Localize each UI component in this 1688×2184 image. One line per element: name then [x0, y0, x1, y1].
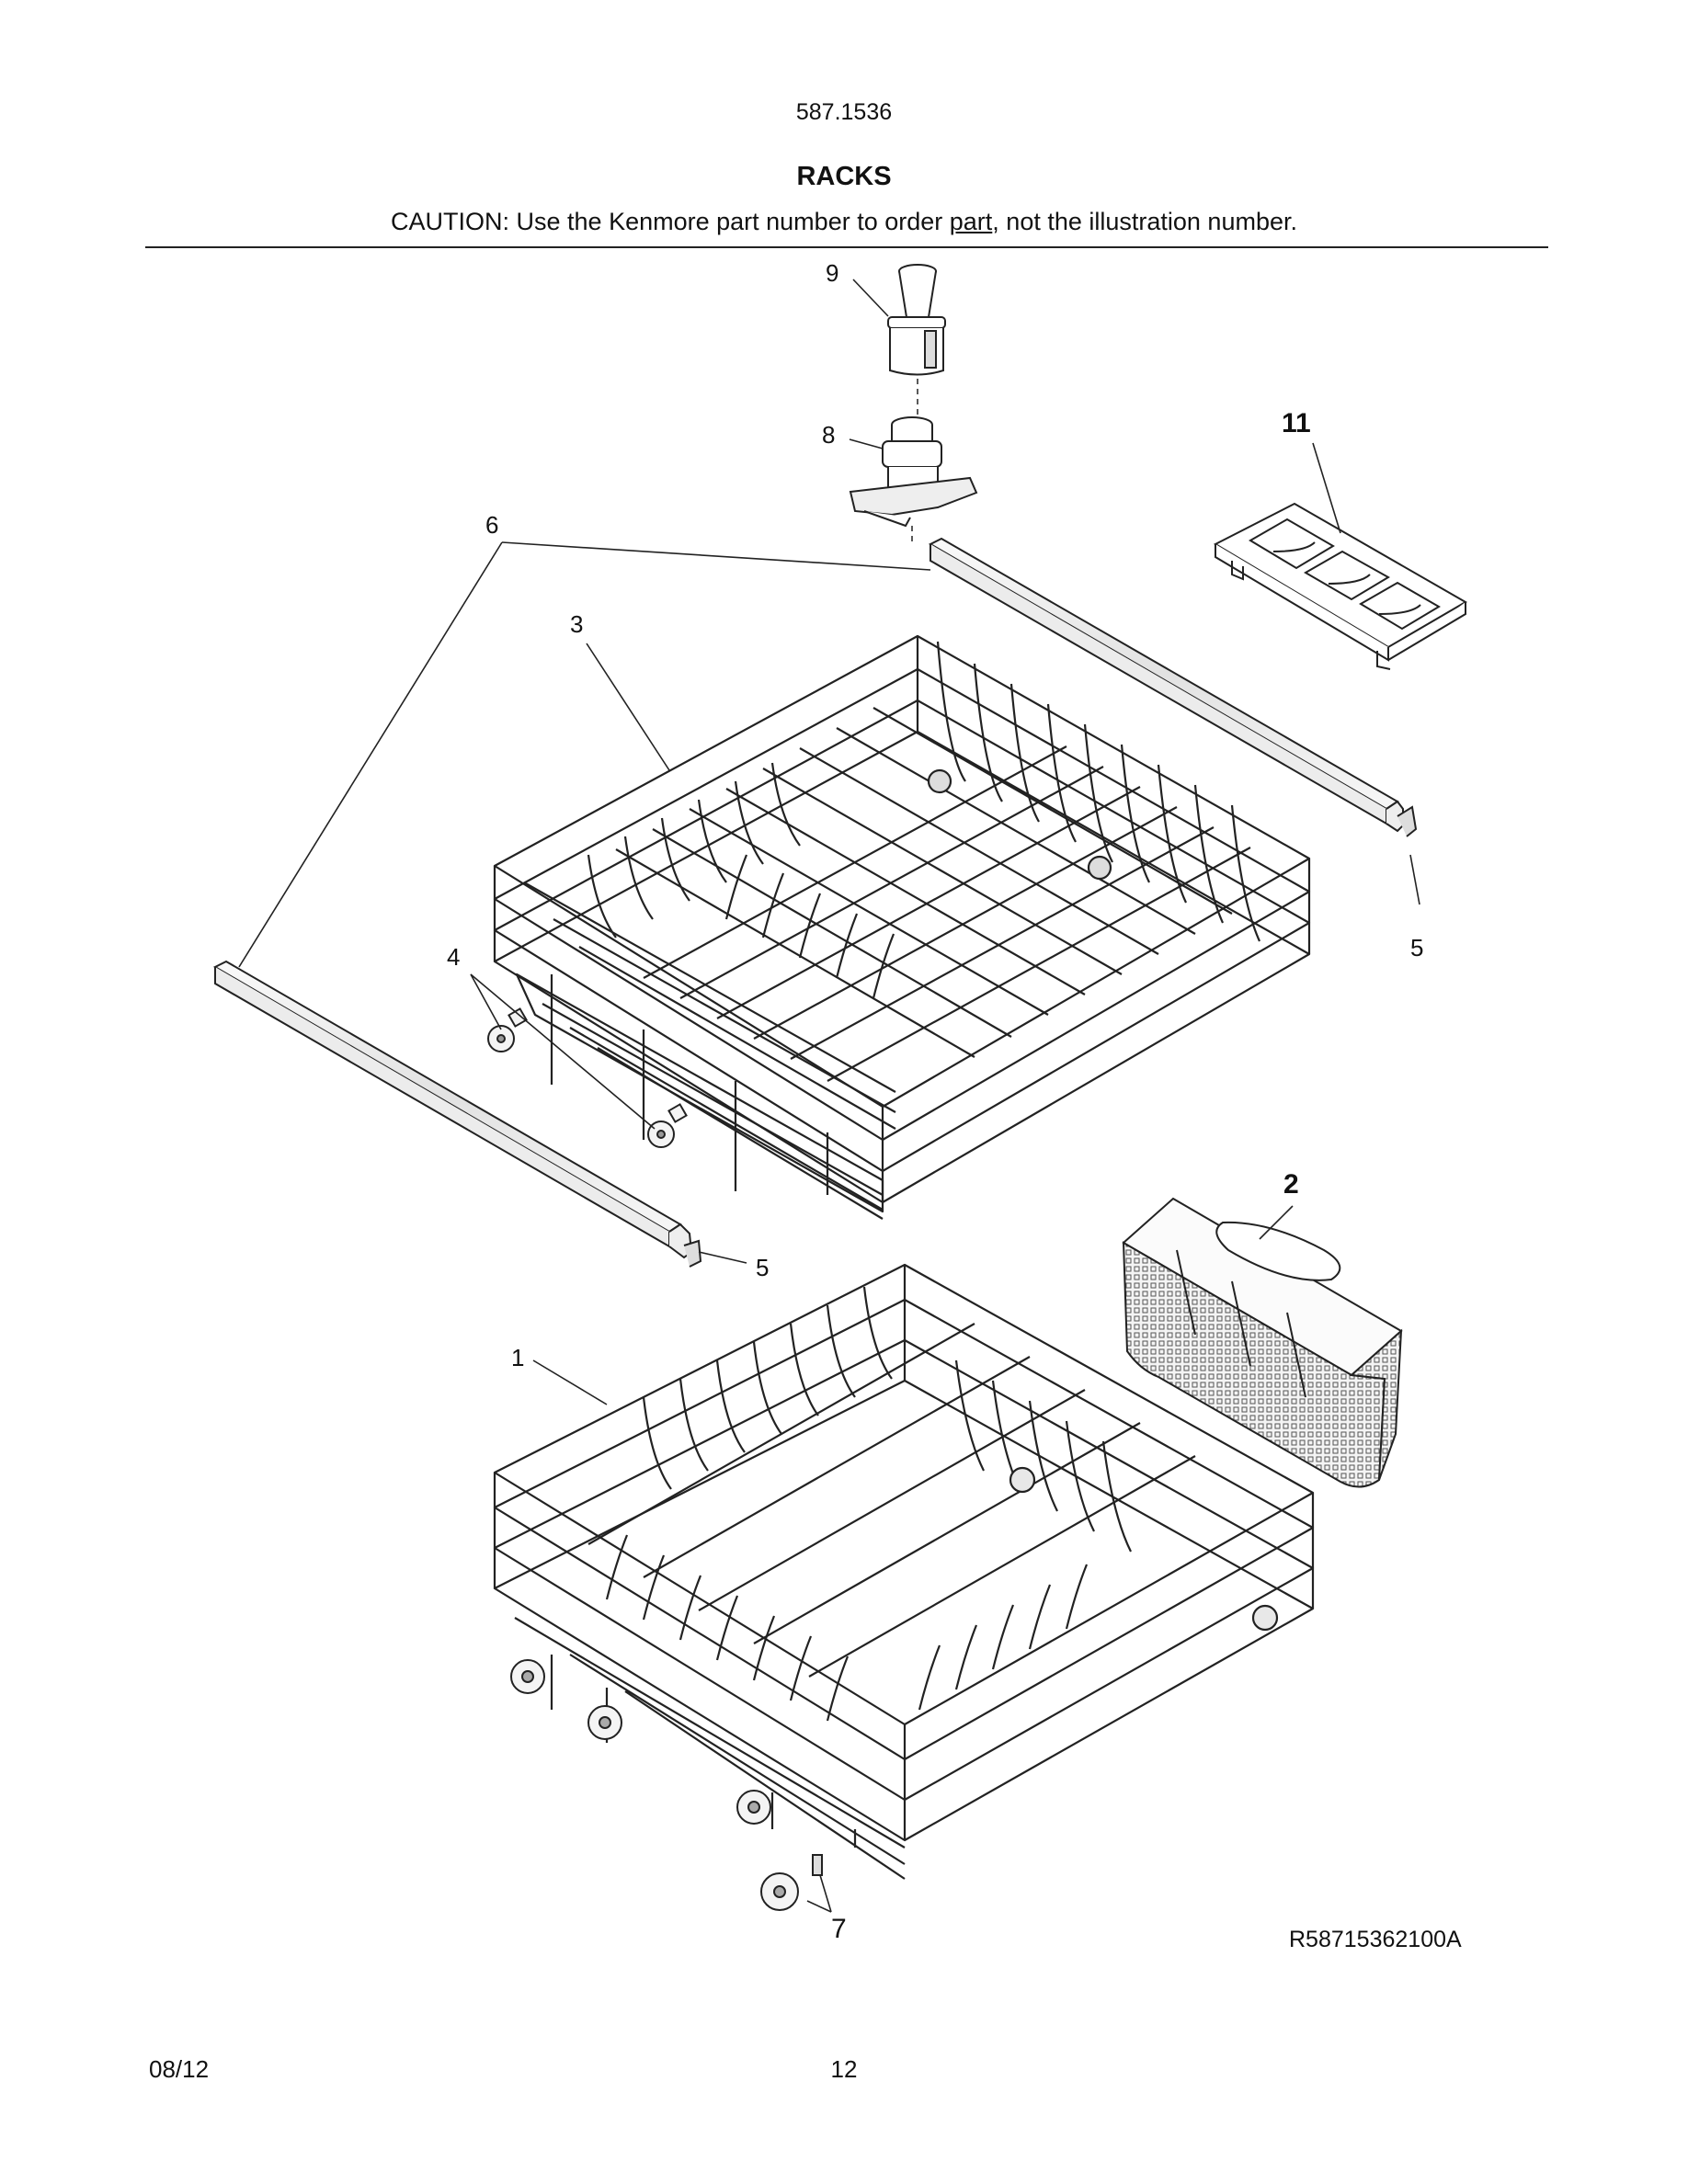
illustration-reference-code: R58715362100A [1289, 1927, 1462, 1952]
callout-9: 9 [826, 259, 838, 287]
model-number: 587.1536 [795, 99, 893, 125]
callout-1: 1 [511, 1344, 524, 1371]
callout-2: 2 [1283, 1169, 1299, 1200]
part-4-upper-rack-rollers [487, 1007, 688, 1148]
callout-7: 7 [831, 1914, 847, 1944]
callout-8: 8 [822, 421, 835, 449]
part-6-upper-rack-slides [212, 537, 1418, 1268]
section-title: RACKS [796, 162, 892, 191]
footer-date: 08/12 [149, 2055, 210, 2083]
part-7-lower-rack-wheels [510, 1659, 823, 1911]
callout-5-upper: 5 [1410, 934, 1423, 961]
callout-4: 4 [447, 943, 460, 971]
caution-underlined-word: part [949, 208, 993, 235]
part-2-silverware-basket [1122, 1197, 1403, 1488]
footer-page-number: 12 [830, 2055, 858, 2083]
leader-lines [238, 279, 1420, 1913]
part-11-clip-shield [1213, 502, 1467, 670]
caution-note: CAUTION: Use the Kenmore part number to … [0, 208, 1688, 236]
caution-suffix: , not the illustration number. [992, 208, 1297, 235]
callout-3: 3 [570, 610, 583, 638]
header-divider [145, 246, 1548, 248]
caution-prefix: CAUTION: Use the Kenmore part number to … [391, 208, 950, 235]
callout-5-lower: 5 [756, 1254, 769, 1281]
part-3-upper-rack [493, 634, 1311, 1220]
part-1-lower-rack [493, 1263, 1315, 1880]
callout-11: 11 [1282, 408, 1311, 438]
part-9-spray-connector [887, 264, 946, 425]
part-8-manifold [849, 416, 978, 542]
callout-6: 6 [485, 511, 498, 539]
